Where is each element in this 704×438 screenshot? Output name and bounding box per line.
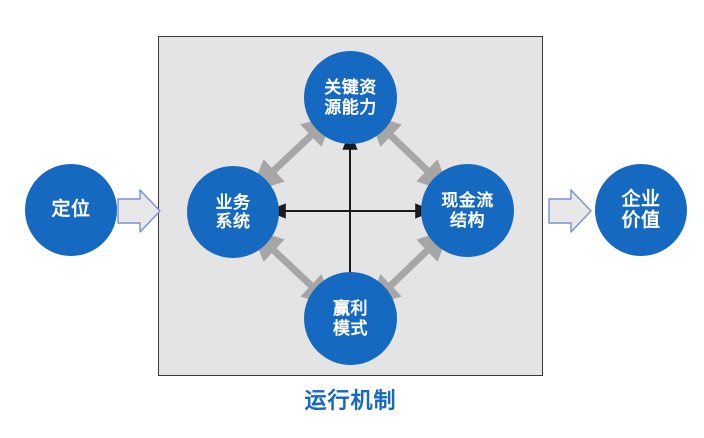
node-business-system-line-2: 系统 — [215, 212, 251, 231]
flow-arrow-mechanism-to-output — [548, 189, 592, 233]
node-cashflow-structure[interactable]: 现金流 结构 — [421, 164, 514, 257]
flow-arrow-input-to-mechanism — [117, 189, 161, 233]
node-cashflow-structure-line-2: 结构 — [450, 210, 485, 230]
node-key-resource-line-1: 关键资 — [324, 78, 377, 98]
node-enterprise-value-line-2: 价值 — [621, 210, 661, 231]
node-profit-model[interactable]: 赢利 模式 — [304, 272, 397, 365]
node-enterprise-value-line-1: 企业 — [621, 188, 661, 210]
node-cashflow-structure-line-1: 现金流 — [441, 191, 494, 211]
node-business-system-line-1: 业务 — [215, 192, 251, 212]
node-positioning-line-1: 定位 — [51, 199, 91, 221]
node-business-system[interactable]: 业务 系统 — [187, 166, 279, 258]
node-key-resource-line-2: 源能力 — [324, 97, 377, 117]
node-enterprise-value[interactable]: 企业 价值 — [595, 164, 687, 256]
node-profit-model-line-1: 赢利 — [333, 299, 368, 319]
node-positioning[interactable]: 定位 — [25, 164, 117, 256]
mechanism-caption: 运行机制 — [304, 388, 397, 413]
node-key-resource[interactable]: 关键资 源能力 — [304, 51, 397, 144]
node-profit-model-line-2: 模式 — [333, 318, 368, 338]
